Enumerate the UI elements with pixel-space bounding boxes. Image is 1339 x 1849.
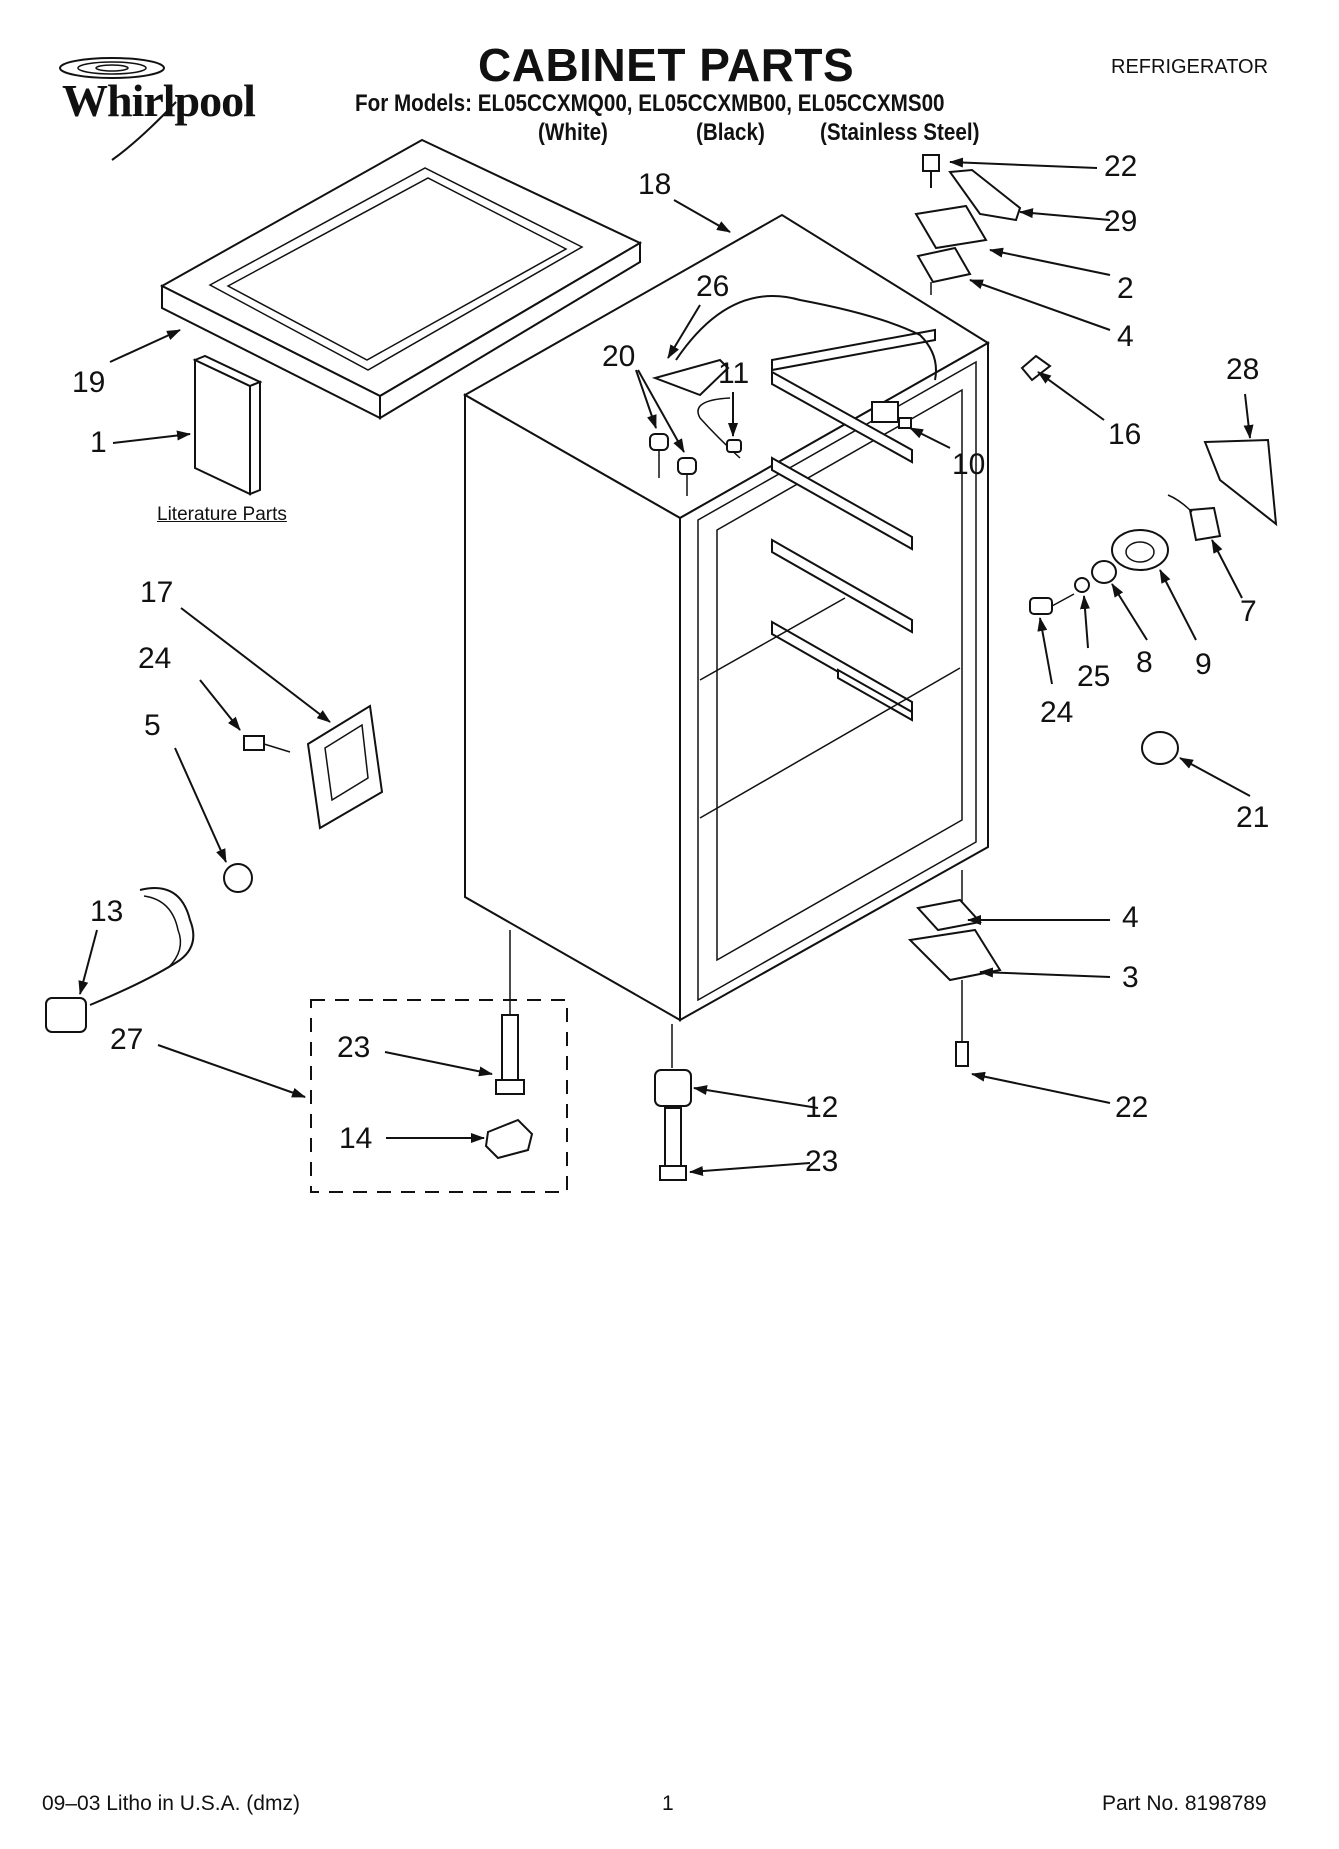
callout-28: 28 bbox=[1226, 353, 1260, 386]
callout-2: 2 bbox=[1117, 272, 1134, 305]
callout-22-top: 22 bbox=[1104, 150, 1138, 183]
literature-booklet-part bbox=[192, 354, 263, 496]
electrical-box-part bbox=[243, 704, 384, 830]
whirlpool-swirl-icon bbox=[59, 57, 177, 161]
callout-1: 1 bbox=[90, 426, 107, 459]
callout-9: 9 bbox=[1195, 648, 1212, 681]
callout-18: 18 bbox=[638, 168, 672, 201]
part-number: Part No. 8198789 bbox=[1102, 1792, 1267, 1815]
finish-white: (White) bbox=[538, 119, 608, 146]
callout-21: 21 bbox=[1236, 801, 1270, 834]
callout-20: 20 bbox=[602, 340, 636, 373]
hardware-parts-top bbox=[649, 401, 912, 496]
cabinet-body-part bbox=[462, 213, 990, 1022]
callout-13: 13 bbox=[90, 895, 124, 928]
top-cover-part bbox=[159, 138, 643, 420]
grommet-part bbox=[1141, 731, 1179, 765]
callout-8: 8 bbox=[1136, 646, 1153, 679]
page-title: CABINET PARTS bbox=[478, 39, 855, 91]
callout-17: 17 bbox=[140, 576, 174, 609]
callout-27: 27 bbox=[110, 1023, 144, 1056]
thermostat-cover-part bbox=[1167, 438, 1278, 542]
bottom-hinge-assembly bbox=[907, 870, 1002, 1067]
callout-5: 5 bbox=[144, 709, 161, 742]
litho-note: 09–03 Litho in U.S.A. (dmz) bbox=[42, 1792, 300, 1815]
appliance-category: REFRIGERATOR bbox=[1111, 56, 1269, 78]
callout-4-bottom: 4 bbox=[1122, 901, 1139, 934]
callout-12: 12 bbox=[805, 1091, 839, 1124]
callout-29: 29 bbox=[1104, 205, 1138, 238]
literature-parts-label: Literature Parts bbox=[157, 504, 287, 525]
callout-22-bottom: 22 bbox=[1115, 1091, 1149, 1124]
power-cord-part bbox=[45, 863, 253, 1033]
finish-black: (Black) bbox=[696, 119, 765, 146]
callout-24-right: 24 bbox=[1040, 696, 1074, 729]
top-hinge-assembly bbox=[914, 154, 1022, 295]
callout-11: 11 bbox=[718, 357, 750, 390]
callout-14: 14 bbox=[339, 1122, 373, 1155]
callout-3: 3 bbox=[1122, 961, 1139, 994]
callout-10: 10 bbox=[952, 448, 986, 481]
page-number: 1 bbox=[662, 1792, 674, 1815]
callout-26: 26 bbox=[696, 270, 730, 303]
model-numbers: For Models: EL05CCXMQ00, EL05CCXMB00, EL… bbox=[355, 90, 945, 117]
leveling-kit-part bbox=[310, 930, 568, 1193]
callout-24-left: 24 bbox=[138, 642, 172, 675]
callout-7: 7 bbox=[1240, 595, 1257, 628]
whirlpool-logo: Whirlpool bbox=[62, 75, 256, 126]
callout-23-foot: 23 bbox=[805, 1145, 839, 1178]
callout-25: 25 bbox=[1077, 660, 1111, 693]
callout-leaders bbox=[78, 157, 1254, 1177]
callout-19: 19 bbox=[72, 366, 106, 399]
finish-stainless: (Stainless Steel) bbox=[820, 119, 980, 146]
callout-23-kit: 23 bbox=[337, 1031, 371, 1064]
front-foot-part bbox=[654, 1024, 692, 1181]
control-knob-parts bbox=[1029, 529, 1169, 615]
clip-part bbox=[1020, 354, 1052, 382]
callout-4-top: 4 bbox=[1117, 320, 1134, 353]
callout-16: 16 bbox=[1108, 418, 1142, 451]
